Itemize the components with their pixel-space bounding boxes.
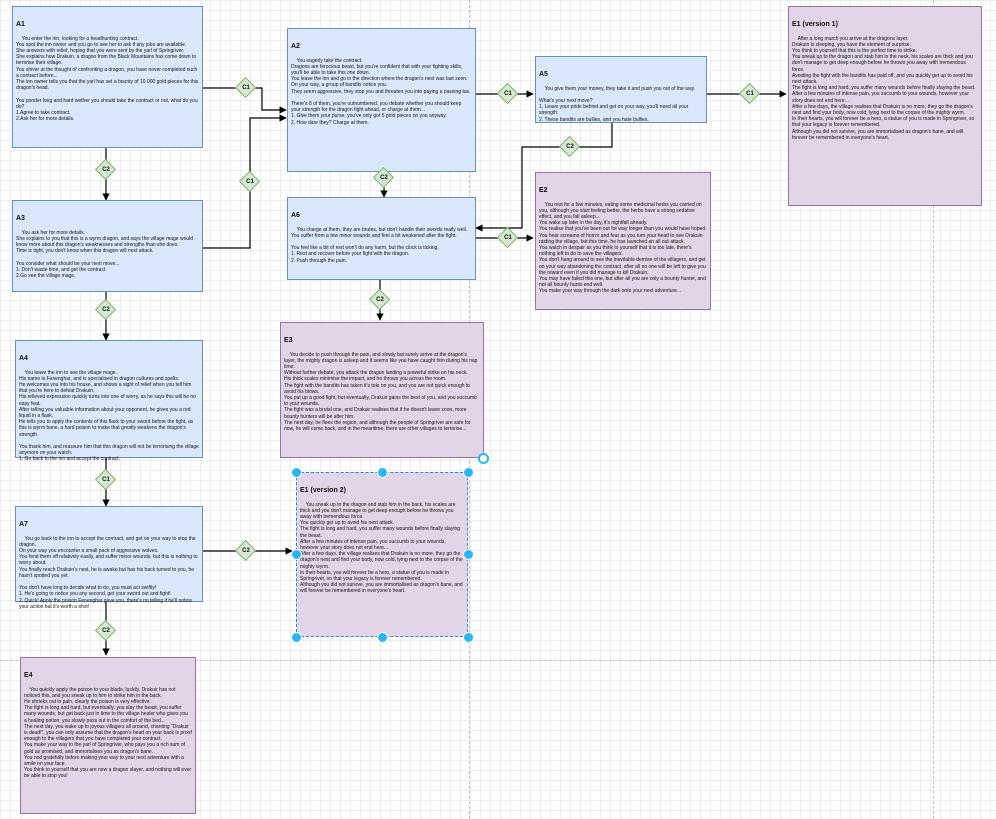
resize-handle-top[interactable] [377,467,388,478]
choice-label: C2 [376,297,384,303]
node-title: A6 [291,212,300,220]
choice-diamond-a2-a6[interactable]: C2 [369,163,399,193]
ending-node-e4[interactable]: E4 You quickly apply the poison to your … [20,657,196,814]
choice-diamond-a7-e1v2[interactable]: C2 [231,536,261,566]
node-title: E4 [24,672,33,680]
node-text: You charge at them, they are brutes, but… [291,226,468,264]
node-text: You eagerly take the contract. Dragons a… [291,57,471,126]
resize-handle-top-left[interactable] [291,467,302,478]
choice-diamond-a3-a4[interactable]: C2 [91,295,121,325]
choice-label: C2 [242,548,250,554]
page-break-vertical-2 [933,0,934,819]
ending-node-e2[interactable]: E2 You rest for a few minutes, eating so… [535,172,711,310]
resize-handle-top-right[interactable] [463,467,474,478]
node-text: You leave the inn to see the village mag… [19,369,199,463]
node-title: E2 [539,187,548,195]
node-title: E3 [284,337,293,345]
story-node-a5[interactable]: A5 You give them your money, they take i… [535,56,707,123]
node-text: You rest for a few minutes, eating some … [539,201,707,295]
choice-label: C2 [102,628,110,634]
choice-diamond-a6-e2[interactable]: C1 [493,223,523,253]
choice-label: C2 [566,144,574,150]
choice-diamond-a1-a3[interactable]: C2 [91,155,121,185]
choice-label: C1 [504,91,512,97]
choice-label: C1 [246,179,254,185]
node-text: You enter the inn, looking for a headhun… [16,35,199,123]
node-title: A4 [19,355,28,363]
node-text: You go back to the inn to accept the con… [19,535,198,610]
resize-handle-bottom[interactable] [377,632,388,643]
rotate-handle-icon[interactable] [478,453,489,464]
choice-diamond-a5-e1[interactable]: C1 [735,79,765,109]
node-title: A7 [19,521,28,529]
ending-node-e1-version-1[interactable]: E1 (version 1) After a long march you ar… [788,6,982,206]
choice-label: C1 [242,85,250,91]
node-title: A5 [539,71,548,79]
story-node-a7[interactable]: A7 You go back to the inn to accept the … [15,506,203,610]
node-text: You sneak up to the dragon and stab him … [300,501,463,595]
choice-diamond-a5-a6[interactable]: C2 [555,132,585,162]
node-text: After a long march you arrive at the dra… [792,35,976,141]
resize-handle-left[interactable] [291,549,302,560]
choice-label: C2 [102,167,110,173]
story-node-a2[interactable]: A2 You eagerly take the contract. Dragon… [287,28,476,172]
story-node-a4[interactable]: A4 You leave the inn to see the village … [15,340,203,462]
resize-handle-bottom-right[interactable] [463,632,474,643]
story-node-a1[interactable]: A1 You enter the inn, looking for a head… [12,6,203,148]
choice-diamond-a7-e4[interactable]: C2 [91,616,121,646]
choice-label: C2 [380,175,388,181]
node-title: A3 [16,215,25,223]
story-node-a6[interactable]: A6 You charge at them, they are brutes, … [287,197,476,280]
node-text: You quickly apply the poison to your bla… [24,686,192,780]
node-title: A2 [291,43,300,51]
ending-node-e3[interactable]: E3 You decide to push through the pain, … [280,322,484,458]
node-text: You give them your money, they take it a… [539,85,696,123]
node-text: You ask her for more details. She explai… [16,229,194,280]
choice-label: C2 [102,307,110,313]
node-text: You decide to push through the pain, and… [284,351,478,433]
ending-node-e1-version-2[interactable]: E1 (version 2) You sneak up to the drago… [296,472,468,637]
choice-label: C1 [102,477,110,483]
node-title: E1 (version 2) [300,487,346,495]
choice-label: C1 [746,91,754,97]
page-break-horizontal [0,660,996,661]
choice-label: C1 [504,235,512,241]
resize-handle-right[interactable] [463,549,474,560]
node-title: A1 [16,21,25,29]
choice-diamond-a6-e3[interactable]: C2 [365,285,395,315]
choice-diamond-a4-a7[interactable]: C1 [91,465,121,495]
story-node-a3[interactable]: A3 You ask her for more details. She exp… [12,200,203,292]
choice-diamond-a2-a5[interactable]: C1 [493,79,523,109]
choice-diamond-a3-a2[interactable]: C1 [235,167,265,197]
resize-handle-bottom-left[interactable] [291,632,302,643]
choice-diamond-a1-a2[interactable]: C1 [231,73,261,103]
node-title: E1 (version 1) [792,21,838,29]
